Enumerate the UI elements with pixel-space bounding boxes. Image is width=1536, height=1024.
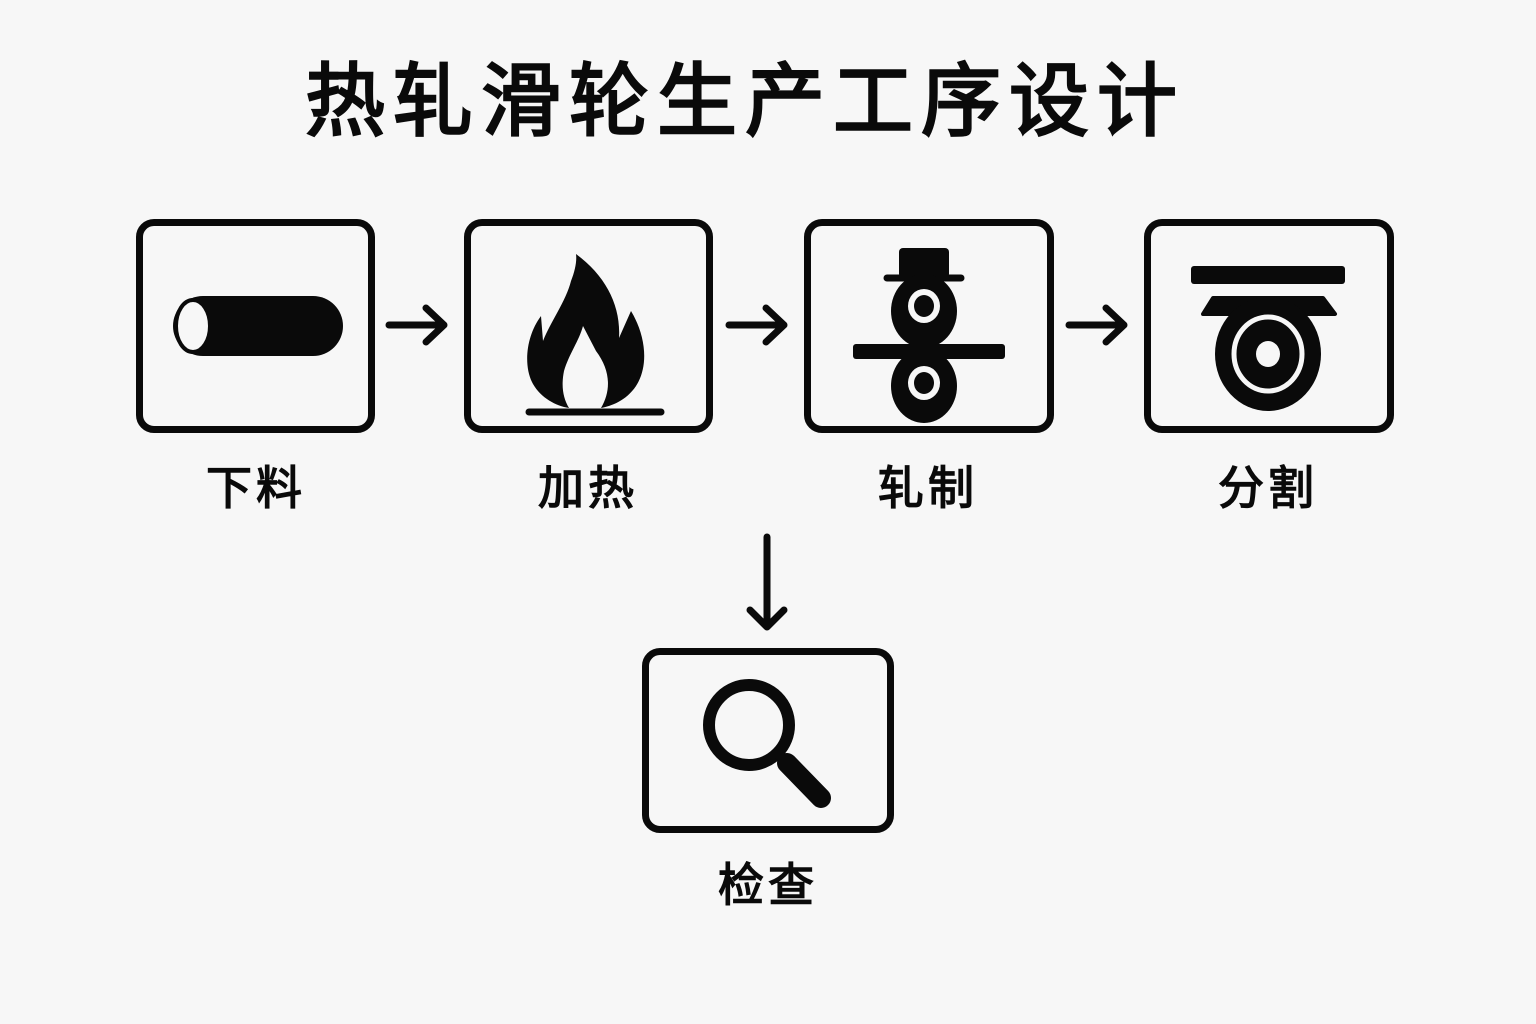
step-box-splitting xyxy=(1144,219,1394,433)
arrow-right-icon xyxy=(385,304,448,346)
step-box-inspection xyxy=(642,648,894,833)
step-label: 下料 xyxy=(206,461,306,515)
flame-icon xyxy=(525,254,665,416)
step-label: 检查 xyxy=(718,858,818,912)
step-box-rolling xyxy=(804,219,1054,433)
cutting-wheel-icon xyxy=(1191,266,1345,411)
cylinder-billet-icon xyxy=(173,296,343,356)
step-label: 加热 xyxy=(538,461,638,515)
arrow-right-icon xyxy=(725,304,788,346)
arrow-right-icon xyxy=(1065,304,1128,346)
rolling-mill-icon xyxy=(853,248,1005,423)
magnifier-icon xyxy=(703,679,831,808)
arrow-down-icon xyxy=(746,533,788,631)
step-box-heating xyxy=(464,219,713,433)
step-label: 分割 xyxy=(1218,461,1318,515)
step-box-cutting-material xyxy=(136,219,375,433)
diagram-title: 热轧滑轮生产工序设计 xyxy=(305,55,1185,148)
step-label: 轧制 xyxy=(878,461,978,515)
